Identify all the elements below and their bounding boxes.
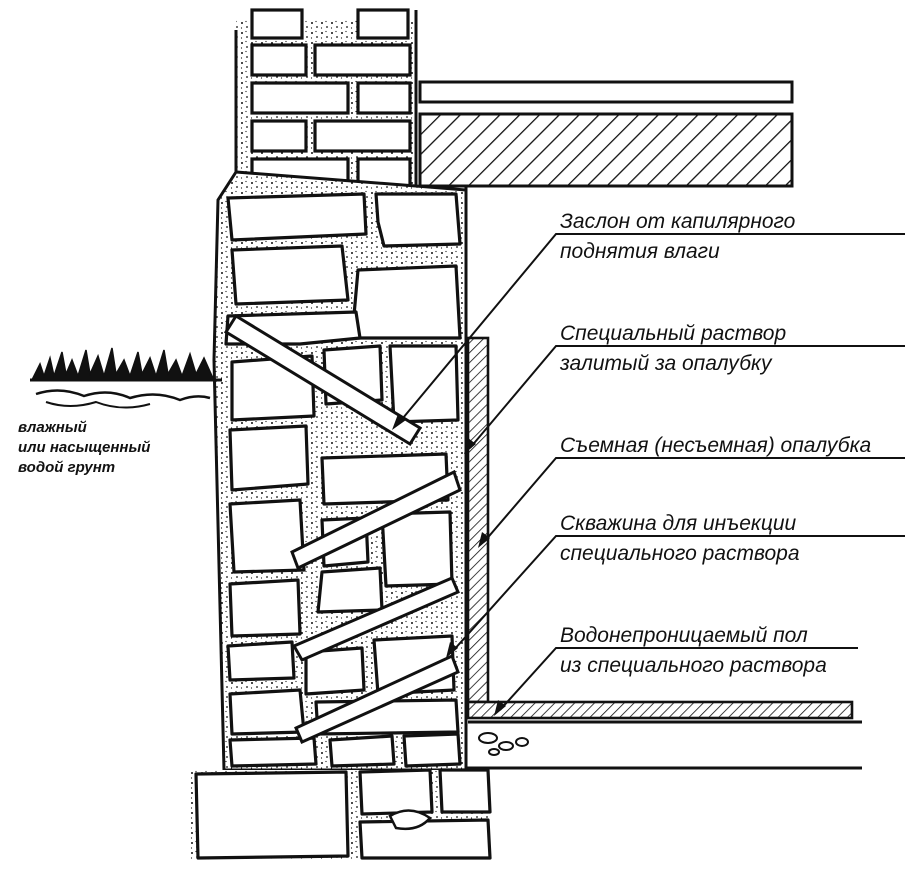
mortar-label-line1: Специальный раствор [560, 322, 786, 345]
leader-lines [397, 233, 905, 711]
injection-boreholes [223, 313, 462, 744]
barrier-label-line1: Заслон от капилярного [560, 210, 796, 233]
borehole-label-line2: специального раствора [560, 542, 800, 565]
waterproof-floor [466, 700, 862, 770]
borehole-label-line1: Скважина для инъекции [560, 512, 797, 535]
floor-slab [418, 80, 794, 188]
ground-label-line3: водой грунт [18, 459, 115, 476]
floor-label-line2: из специального раствора [560, 654, 827, 677]
stone-foundation-wall [212, 170, 468, 772]
ground-label-line1: влажный [18, 419, 87, 436]
outside-ground [30, 347, 222, 409]
footing-stones [190, 768, 492, 860]
formwork [466, 336, 490, 704]
ground-label-line2: или насыщенный [18, 439, 150, 456]
floor-label-line1: Водонепроницаемый пол [560, 624, 808, 647]
barrier-label-line2: поднятия влаги [560, 240, 720, 263]
formwork-label: Съемная (несъемная) опалубка [560, 434, 871, 457]
mortar-label-line2: залитый за опалубку [559, 352, 773, 375]
brick-wall [234, 8, 418, 190]
leader-arrowheads [392, 414, 506, 716]
